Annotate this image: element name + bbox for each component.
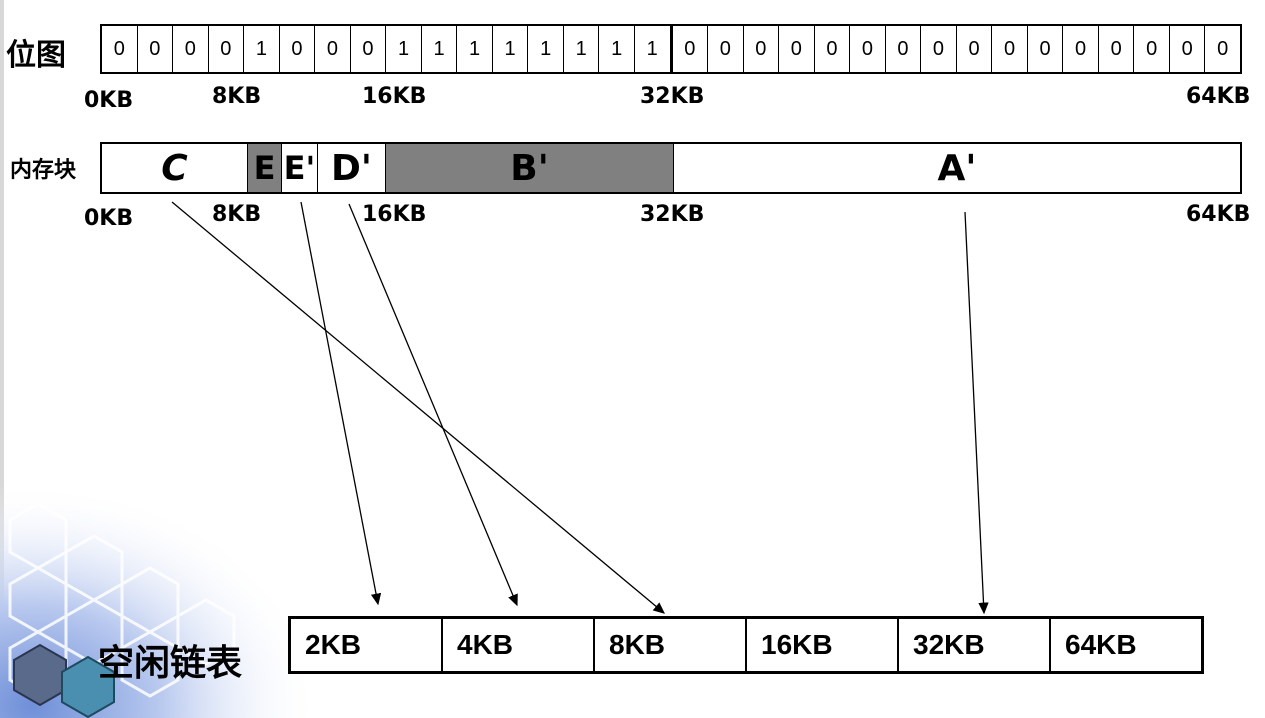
memory-axis-label-32kb: 32KB (640, 202, 705, 227)
bitmap-cell: 1 (564, 26, 600, 72)
bitmap-axis-label-0kb: 0KB (84, 88, 134, 113)
bitmap-cell: 0 (138, 26, 174, 72)
bitmap-cell: 1 (422, 26, 458, 72)
bitmap-cell: 0 (921, 26, 957, 72)
memory-axis-label-0kb: 0KB (84, 206, 134, 231)
free-list-cell-2kb: 2KB (291, 619, 443, 671)
bitmap-cell: 0 (1170, 26, 1206, 72)
memory-axis-label-64kb: 64KB (1186, 202, 1251, 227)
bitmap-cell: 0 (1217, 37, 1229, 60)
bitmap-cell: 1 (635, 26, 673, 72)
slide-left-border (0, 0, 4, 718)
memory-block-c: C (102, 144, 248, 192)
free-list-cell-64kb: 64KB (1065, 629, 1137, 660)
bitmap-cell: 0 (815, 26, 851, 72)
bitmap-cell: 0 (957, 26, 993, 72)
bitmap-label: 位图 (6, 38, 66, 73)
bitmap-cell: 0 (673, 26, 709, 72)
free-list-label: 空闲链表 (98, 642, 243, 684)
bitmap-axis-label-8kb: 8KB (212, 84, 262, 109)
memory-block-b-prime: B' (386, 144, 674, 192)
bitmap-cell: 0 (351, 26, 387, 72)
free-list-cell-16kb: 16KB (747, 619, 899, 671)
bitmap-cell: 0 (209, 26, 245, 72)
memory-block-label: 内存块 (10, 157, 77, 183)
bitmap-cell: 0 (1028, 26, 1064, 72)
memory-block-e-prime: E' (282, 144, 318, 192)
hexagon-decoration (0, 470, 320, 718)
bitmap-cell: 1 (386, 26, 422, 72)
bitmap-cell: 0 (1099, 26, 1135, 72)
free-list-cell-4kb: 4KB (443, 619, 595, 671)
bitmap-cell: 1 (244, 26, 280, 72)
arrow-d-prime-to-4kb (348, 203, 518, 607)
bitmap-cell: 0 (102, 26, 138, 72)
bitmap-cell: 0 (744, 26, 780, 72)
memory-block-a-prime: A' (937, 147, 977, 189)
bitmap-axis-label-32kb: 32KB (640, 84, 705, 109)
bitmap-cell: 1 (599, 26, 635, 72)
bitmap-cell: 0 (850, 26, 886, 72)
memory-axis-label-8kb: 8KB (212, 202, 262, 227)
bitmap-cell: 1 (457, 26, 493, 72)
bitmap-cell: 0 (1134, 26, 1170, 72)
bitmap-cell: 0 (708, 26, 744, 72)
bitmap-cell: 0 (280, 26, 316, 72)
bitmap-axis-label-16kb: 16KB (362, 84, 427, 109)
bitmap-cell: 1 (493, 26, 529, 72)
free-list-cell-32kb: 32KB (899, 619, 1051, 671)
memory-block-e: E (248, 144, 282, 192)
memory-block-d-prime: D' (318, 144, 386, 192)
arrow-a-prime-to-32kb (964, 211, 989, 615)
bitmap-cell: 0 (779, 26, 815, 72)
bitmap-cell: 0 (315, 26, 351, 72)
bitmap-cell: 1 (528, 26, 564, 72)
bitmap-cell: 0 (1063, 26, 1099, 72)
bitmap-cell: 0 (886, 26, 922, 72)
memory-axis-label-16kb: 16KB (362, 202, 427, 227)
free-list-cell-8kb: 8KB (595, 619, 747, 671)
bitmap-cell: 0 (173, 26, 209, 72)
bitmap-axis-label-64kb: 64KB (1186, 84, 1251, 109)
bitmap-cell: 0 (992, 26, 1028, 72)
